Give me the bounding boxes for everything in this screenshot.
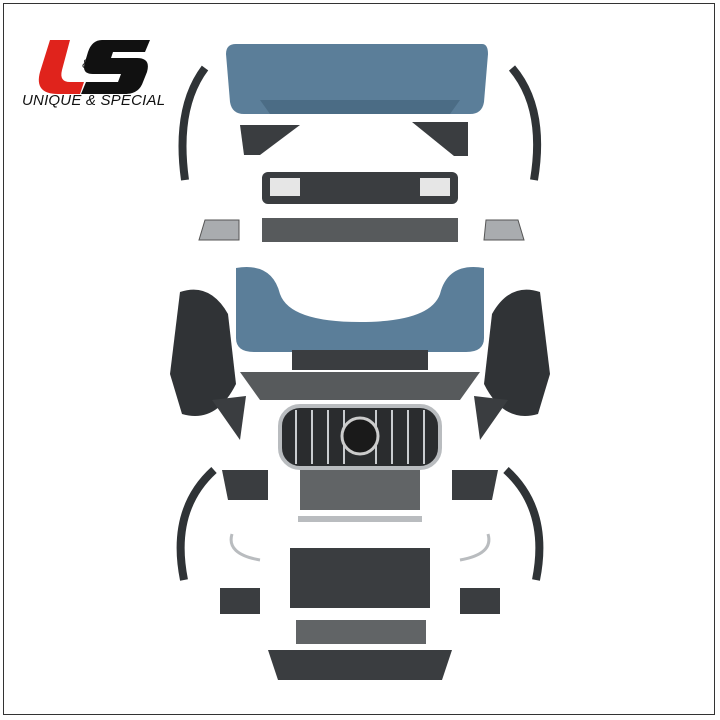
brand-logo: & [38,40,150,94]
crash-beam [268,650,452,680]
lower-grille [292,350,428,370]
rear-bumper [226,44,488,114]
front-arch-left [176,467,217,581]
front-bumper [236,267,484,352]
fog-surround-left [222,470,268,500]
front-arch-right [503,467,544,581]
exhaust-tip-right [483,219,525,241]
fog-cover-left [220,588,260,614]
image-border [3,3,715,715]
star-emblem [340,416,380,456]
front-lip [240,372,480,400]
wheel-liner-right [484,289,550,416]
bumper-support [290,548,430,608]
fog-cover-right [460,588,500,614]
wheel-liner-left [170,289,236,416]
svg-text:&: & [82,57,90,71]
rear-bracket-left [240,125,300,155]
trim-strips [300,470,420,510]
brand-tagline: UNIQUE & SPECIAL [22,92,166,109]
rear-trim-pieces [262,218,458,242]
fog-surround-right [452,470,498,500]
rear-diffuser [262,172,458,204]
rear-arch-left [178,65,209,181]
chrome-strip [298,516,422,522]
front-bracket-left [212,396,246,440]
front-bracket-right [474,396,508,440]
chrome-trim-right [459,533,491,562]
chrome-trim-left [229,533,261,562]
small-brackets [296,620,426,644]
rear-bracket-right [412,122,468,156]
exhaust-tip-left [198,219,240,241]
rear-arch-right [508,65,542,181]
